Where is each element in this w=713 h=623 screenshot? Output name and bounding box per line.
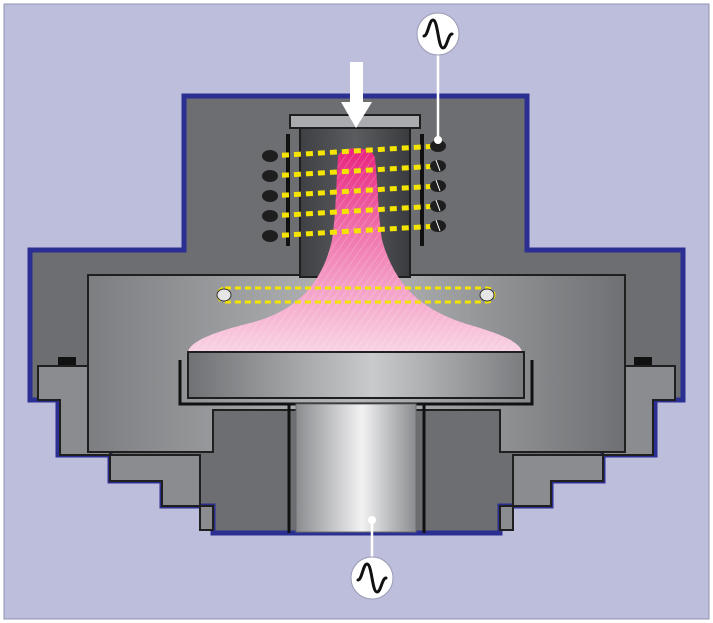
stage-shaft bbox=[295, 403, 417, 533]
rf-coil-right bbox=[430, 140, 446, 232]
substrate-stage bbox=[187, 351, 525, 399]
right-seal bbox=[634, 357, 652, 366]
chamber-coil-loop bbox=[216, 286, 496, 304]
rf-coil-left bbox=[262, 150, 278, 242]
down-arrow-icon bbox=[341, 62, 372, 128]
magnetic-field-lines bbox=[269, 143, 439, 239]
ac-sine-wave-icon bbox=[350, 556, 394, 600]
ac-sine-wave-icon bbox=[416, 12, 460, 56]
left-seal bbox=[58, 357, 76, 366]
